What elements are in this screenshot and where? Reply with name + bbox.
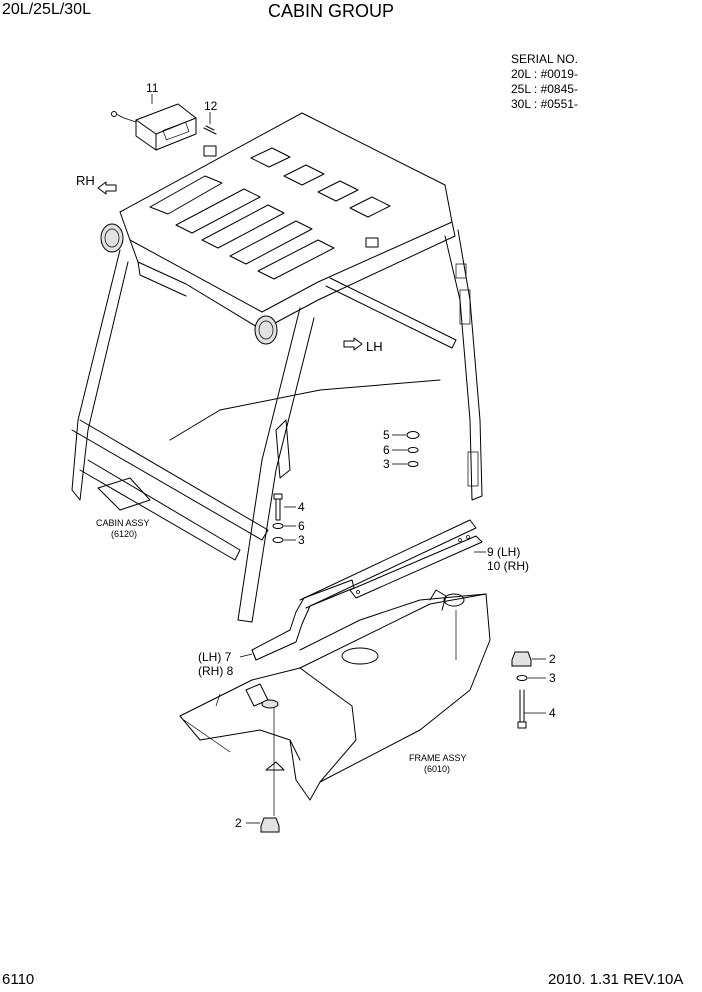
callout-2-right: 2 [549,652,556,666]
callout-7-lh: (LH) 7 [198,650,232,664]
frame-assy-label: FRAME ASSY [409,753,467,763]
washer-6-right [407,447,419,453]
callout-4-upper: 4 [298,500,305,514]
serial-line-25l: 25L : #0845- [511,82,578,96]
speaker-left [100,223,124,253]
callout-4-lower: 4 [549,706,556,720]
callout-10-rh: 10 (RH) [487,559,530,573]
callout-8-rh: (RH) 8 [198,664,234,678]
rh-direction-label: RH [76,173,95,188]
cabin-frame-tubes [71,229,483,623]
washer-3-lower [516,675,528,681]
bracket-lh-rh-9-10 [349,535,483,599]
leader-lines [151,94,546,824]
callout-3-upper: 3 [298,533,305,547]
callout-2-lower: 2 [235,816,242,830]
serial-line-20l: 20L : #0019- [511,67,578,81]
radio-unit [111,103,197,151]
washer-6-upper [272,523,284,529]
page-title: CABIN GROUP [268,1,395,21]
frame-assy [179,589,491,801]
cabin-assy-label: CABIN ASSY [96,518,150,528]
mount-2-lower [260,817,280,833]
serial-line-30l: 30L : #0551- [511,97,578,111]
callout-3-lower: 3 [549,671,556,685]
frame-assy-ref: (6010) [424,764,451,774]
callout-6-upper: 6 [298,519,305,533]
cabin-assy-ref: (6120) [111,529,138,539]
callout-3-right: 3 [383,457,390,471]
callout-12: 12 [204,99,218,113]
bolt-4-upper [273,493,283,521]
lh-direction-label: LH [366,339,383,354]
page-number: 6110 [2,971,35,988]
callout-11: 11 [146,81,159,95]
washer-3-upper [272,537,284,543]
rh-arrow [97,181,117,195]
callout-5: 5 [383,428,390,442]
callout-6-right: 6 [383,443,390,457]
callout-9-lh: 9 (LH) [487,545,521,559]
revision-label: 2010. 1.31 REV.10A [548,971,684,988]
bolt-4-lower [517,689,527,729]
mount-2-right [511,651,532,667]
washer-3-right [407,461,419,467]
serial-heading: SERIAL NO. [511,52,578,66]
lh-arrow [343,337,363,351]
cabin-roof [119,112,456,331]
radio-screw [203,125,217,135]
nut-5 [406,431,420,439]
model-label: 20L/25L/30L [2,1,91,18]
speaker-right [254,315,278,345]
